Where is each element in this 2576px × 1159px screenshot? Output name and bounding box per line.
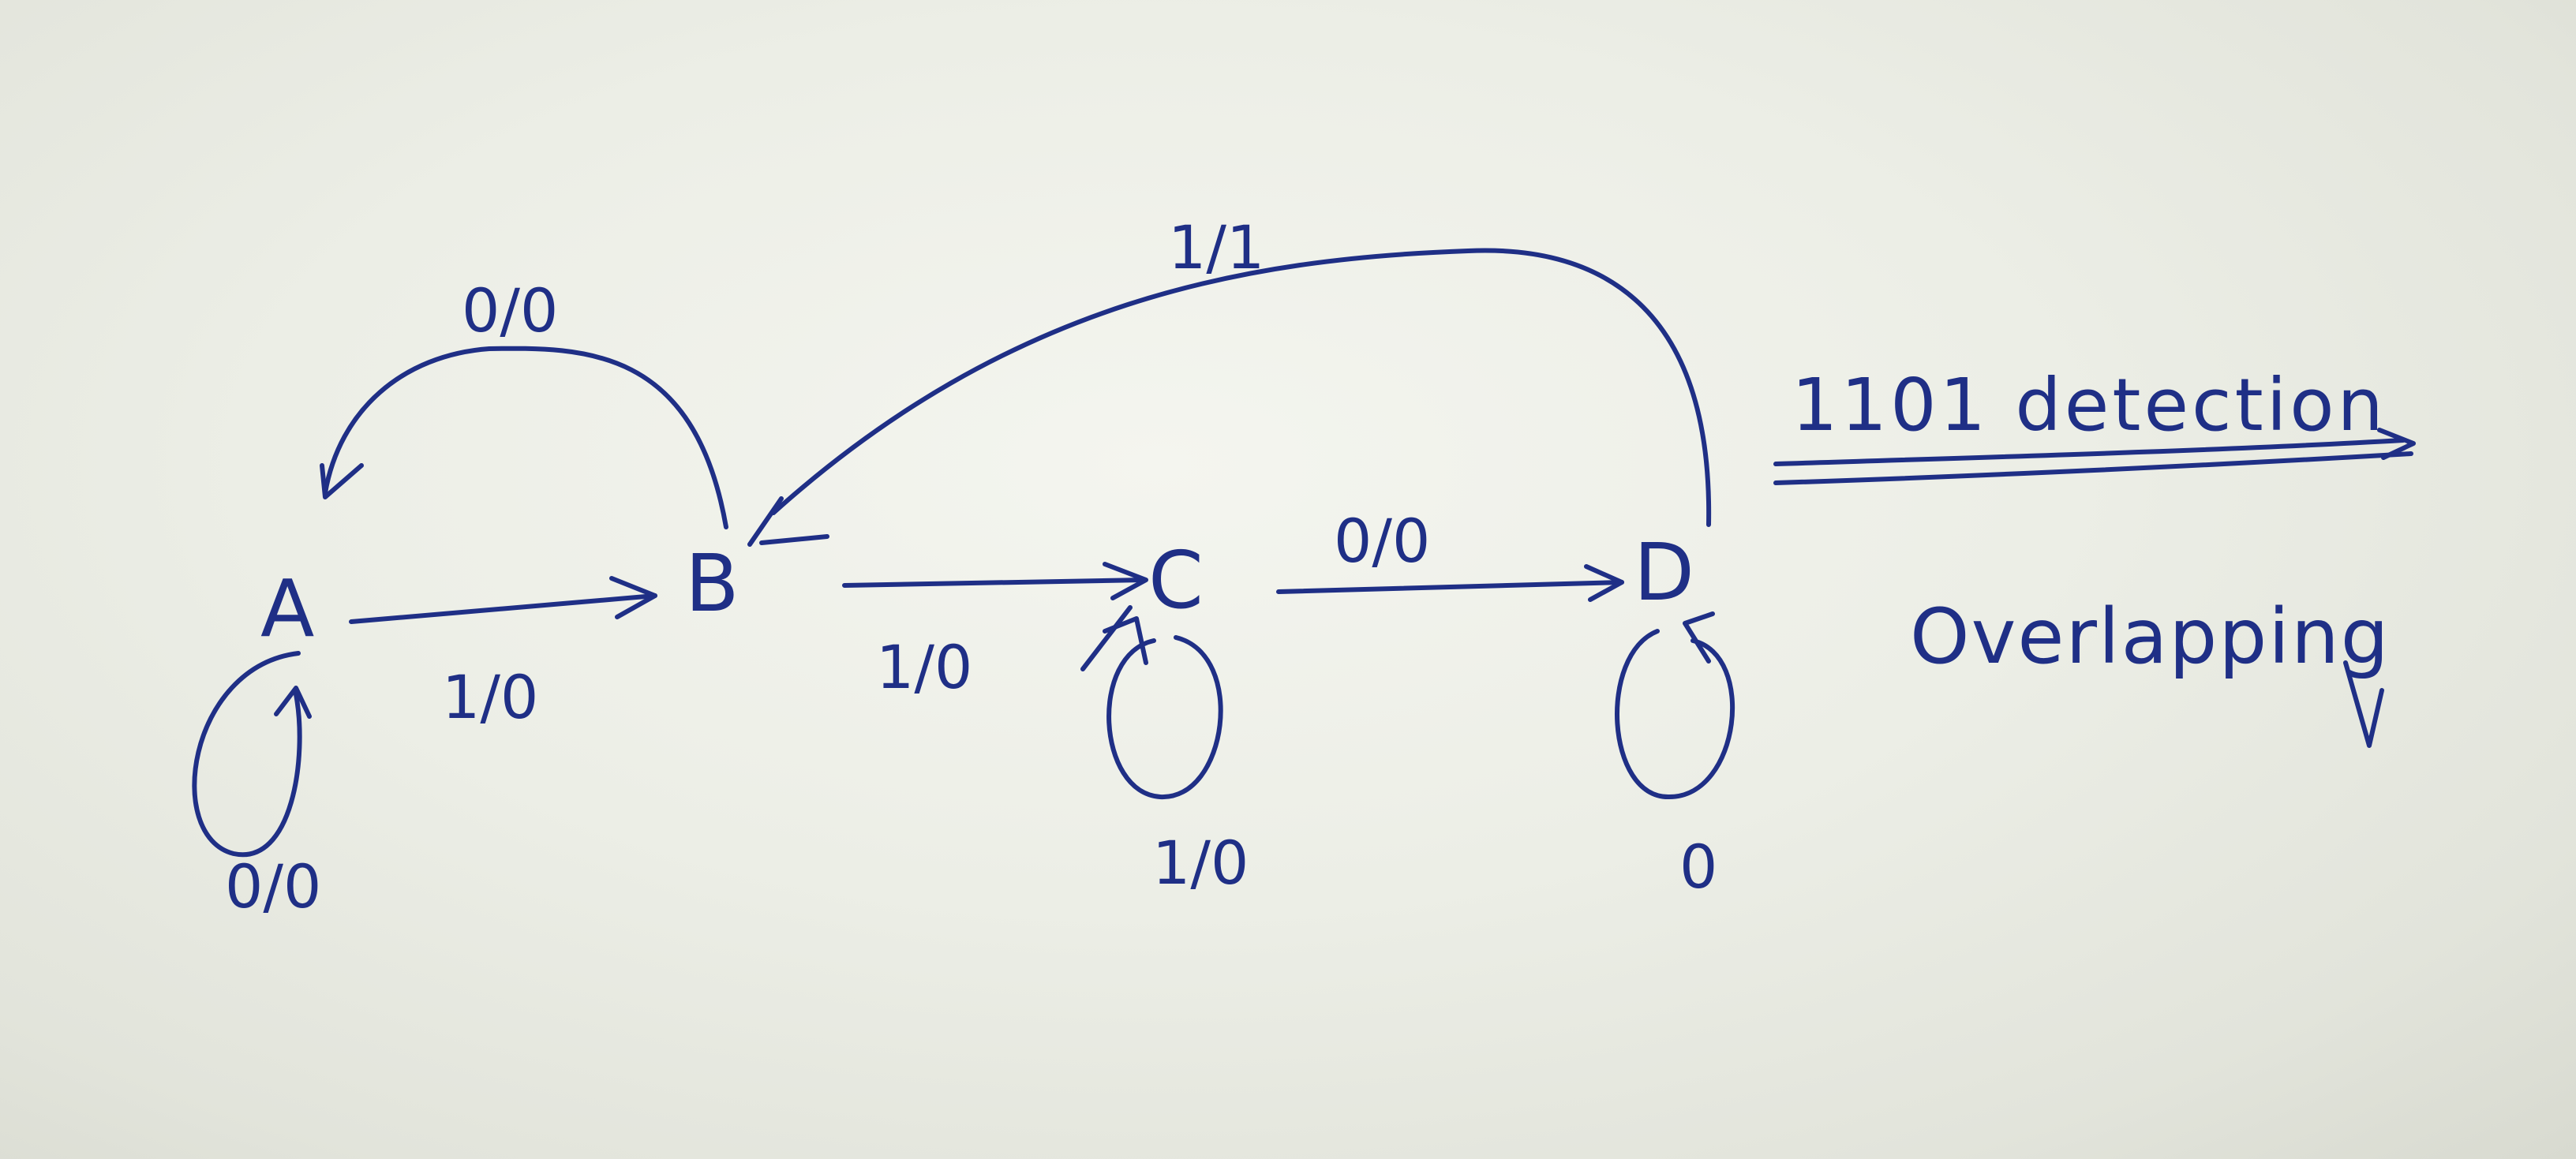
state-d-label: D [1634, 526, 1694, 619]
edge-d-to-b-label: 1/1 [1168, 212, 1264, 282]
state-a-label: A [260, 563, 314, 655]
edge-b-to-a-label: 0/0 [462, 275, 558, 346]
edge-c-self-loop [1080, 605, 1223, 800]
edge-d-to-b [747, 248, 1712, 547]
overlapping-tail-mark [2343, 660, 2384, 748]
edge-a-self-label: 0/0 [225, 851, 321, 922]
state-c-label: C [1148, 534, 1204, 626]
edge-d-self-label: 0 [1679, 832, 1717, 902]
edge-b-to-a [320, 346, 728, 529]
edge-b-to-c [842, 562, 1148, 600]
diagram-subtitle: Overlapping [1910, 593, 2391, 681]
edge-a-to-b [349, 576, 657, 624]
edge-b-to-c-label: 1/0 [876, 632, 972, 702]
state-b-label: B [685, 537, 739, 630]
edge-c-to-d-label: 0/0 [1334, 506, 1430, 576]
diagram-title: 1101 detection [1792, 363, 2387, 447]
edge-a-self-loop [192, 651, 312, 858]
edge-c-to-d [1276, 564, 1624, 602]
edge-d-self-loop [1615, 611, 1735, 800]
edge-c-self-label: 1/0 [1152, 828, 1249, 898]
edge-a-to-b-label: 1/0 [442, 662, 538, 732]
title-underline [1773, 428, 2416, 485]
